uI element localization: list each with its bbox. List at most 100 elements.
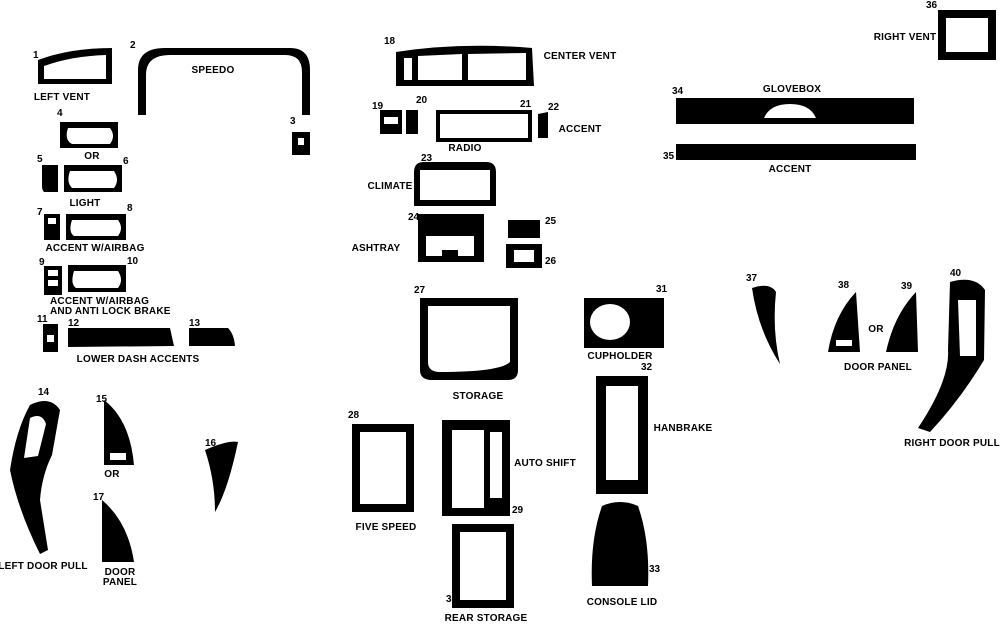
part-number-40: 40 <box>950 268 962 279</box>
label-five-speed: FIVE SPEED <box>355 522 417 533</box>
part-17 <box>102 500 134 562</box>
part-26 <box>506 244 542 268</box>
part-number-35: 35 <box>663 151 675 162</box>
label-right-vent: RIGHT VENT <box>873 32 937 43</box>
part-12 <box>68 328 174 347</box>
part-climate <box>414 162 496 206</box>
part-right-vent <box>938 10 996 60</box>
part-number-9: 9 <box>39 257 45 268</box>
part-left-vent <box>38 48 112 84</box>
part-11 <box>43 324 58 352</box>
part-rear-storage <box>452 524 514 608</box>
part-19 <box>380 110 402 134</box>
part-number-36: 36 <box>926 0 938 11</box>
part-number-7: 7 <box>37 207 43 218</box>
label-left-door-pull: LEFT DOOR PULL <box>0 561 88 572</box>
part-five-speed <box>352 424 414 512</box>
part-number-8: 8 <box>127 203 133 214</box>
label-storage: STORAGE <box>452 391 504 402</box>
part-25 <box>508 220 540 238</box>
label-climate: CLIMATE <box>367 181 413 192</box>
label-left-vent: LEFT VENT <box>33 92 91 103</box>
part-10 <box>68 265 126 292</box>
part-ashtray <box>418 214 484 262</box>
part-radio <box>436 110 532 142</box>
part-hanbrake <box>596 376 648 494</box>
label-accent-glovebox: ACCENT <box>768 164 812 175</box>
part-number-23: 23 <box>421 153 433 164</box>
part-left-door-pull <box>10 401 60 554</box>
part-speedo <box>138 48 310 115</box>
part-3 <box>292 132 310 155</box>
part-number-34: 34 <box>672 86 684 97</box>
part-15 <box>104 400 134 465</box>
part-number-10: 10 <box>127 256 139 267</box>
part-6 <box>64 165 122 192</box>
part-number-12: 12 <box>68 318 80 329</box>
label-right-door-pull: RIGHT DOOR PULL <box>904 438 1000 449</box>
label-glovebox: GLOVEBOX <box>762 84 822 95</box>
part-number-13: 13 <box>189 318 201 329</box>
part-number-31: 31 <box>656 284 668 295</box>
part-number-27: 27 <box>414 285 426 296</box>
part-center-vent <box>396 45 534 86</box>
label-door-panel-right: DOOR PANEL <box>844 362 912 373</box>
part-console-lid <box>591 502 649 586</box>
part-13 <box>189 328 235 346</box>
part-number-21: 21 <box>520 99 532 110</box>
part-number-4: 4 <box>57 108 63 119</box>
label-accent-airbag-abs: ACCENT W/AIRBAG <box>50 296 150 307</box>
part-number-25: 25 <box>545 216 557 227</box>
part-number-1: 1 <box>33 50 39 61</box>
label-cupholder: CUPHOLDER <box>587 351 653 362</box>
label-ashtray: ASHTRAY <box>351 243 401 254</box>
part-5 <box>42 165 58 192</box>
part-number-11: 11 <box>37 314 48 325</box>
label-accent: ACCENT <box>558 124 602 135</box>
label-or-left: OR <box>104 469 120 480</box>
part-number-16: 16 <box>205 438 217 449</box>
part-7 <box>44 214 60 240</box>
part-number-22: 22 <box>548 102 560 113</box>
label-radio: RADIO <box>448 143 482 154</box>
part-4 <box>60 122 118 148</box>
label-or: OR <box>84 151 100 162</box>
part-number-2: 2 <box>130 40 136 51</box>
part-number-19: 19 <box>372 101 384 112</box>
label-console-lid: CONSOLE LID <box>586 597 658 608</box>
part-number-39: 39 <box>901 281 913 292</box>
part-storage <box>420 298 518 380</box>
part-number-26: 26 <box>545 256 557 267</box>
part-glovebox <box>676 98 914 124</box>
part-20 <box>406 110 418 134</box>
part-cupholder <box>584 298 664 348</box>
part-8 <box>66 214 126 240</box>
label-light: LIGHT <box>69 198 101 209</box>
part-auto-shift <box>442 420 510 516</box>
part-number-3: 3 <box>290 116 296 127</box>
part-number-28: 28 <box>348 410 360 421</box>
part-number-32: 32 <box>641 362 653 373</box>
label-auto-shift: AUTO SHIFT <box>514 458 576 469</box>
part-number-20: 20 <box>416 95 428 106</box>
part-number-24: 24 <box>408 212 420 223</box>
part-22 <box>538 112 548 138</box>
part-number-38: 38 <box>838 280 850 291</box>
label-hanbrake: HANBRAKE <box>653 423 713 434</box>
label-lower-dash-accents: LOWER DASH ACCENTS <box>76 354 200 365</box>
part-39 <box>886 292 918 352</box>
part-right-door-pull <box>918 279 985 432</box>
part-number-15: 15 <box>96 394 108 405</box>
part-9 <box>44 266 62 295</box>
part-number-6: 6 <box>123 156 129 167</box>
label-accent-airbag: ACCENT W/AIRBAG <box>45 243 145 254</box>
label-or-right: OR <box>868 324 884 335</box>
part-number-33: 33 <box>649 564 661 575</box>
part-number-37: 37 <box>746 273 758 284</box>
part-number-14: 14 <box>38 387 50 398</box>
part-number-17: 17 <box>93 492 105 503</box>
label-panel-left: PANEL <box>102 577 138 588</box>
part-number-30: 30 <box>446 594 458 605</box>
